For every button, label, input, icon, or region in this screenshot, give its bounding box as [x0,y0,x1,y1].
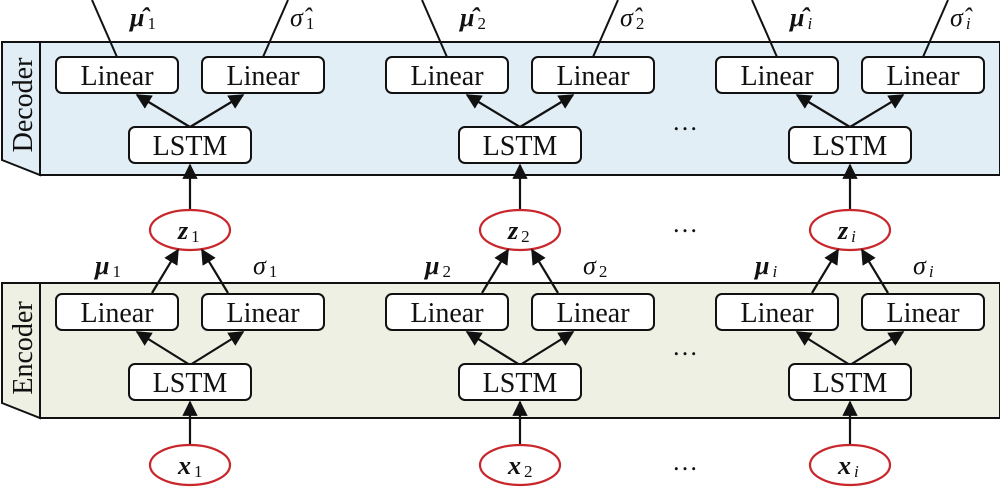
encoder-lstm-to-linear-mu-arrow [465,331,521,366]
sigma-hat-label: σ̂1 [290,3,314,33]
input-node-ellipse [808,443,892,487]
encoder-lstm-label: LSTM [813,368,888,399]
decoder-lstm-to-linear-sigma-arrow [849,94,905,128]
sigma-hat-label: σ̂2 [620,3,644,33]
encoder-linear-mu-label: Linear [80,298,154,329]
encoder-lstm-to-linear-sigma-arrow [189,331,245,366]
mu-hat-output-line [91,0,118,58]
mu-hat-label: μ̂i [788,3,812,33]
decoder-lstm-label: LSTM [153,131,228,162]
decoder-lstm-to-linear-sigma-arrow [189,94,245,128]
decoder-linear-mu-box [715,56,839,94]
encoder-linear-mu-label: Linear [410,298,484,329]
decoder-linear-sigma-box [201,56,325,94]
sigma-to-latent-arrow [531,248,559,294]
decoder-lstm-box [788,126,912,164]
encoder-linear-mu-box [715,293,839,331]
decoder-lstm-box [458,126,582,164]
mu-to-latent-arrow [151,248,179,294]
encoder-lstm-box [458,363,582,401]
decoder-lstm-label: LSTM [483,131,558,162]
encoder-linear-mu-label: Linear [740,298,814,329]
encoder-lstm-box [788,363,912,401]
decoder-linear-sigma-label: Linear [556,61,630,92]
decoder-linear-sigma-label: Linear [226,61,300,92]
encoder-linear-sigma-box [861,293,985,331]
decoder-linear-mu-label: Linear [740,61,814,92]
decoder-lstm-label: LSTM [813,131,888,162]
input-node-ellipse [148,443,232,487]
decoder-linear-mu-box [385,56,509,94]
sigma-hat-output-line [592,0,619,58]
decoder-lstm-to-linear-mu-arrow [465,94,521,128]
encoder-linear-sigma-label: Linear [886,298,960,329]
decoder-linear-mu-label: Linear [410,61,484,92]
encoder-lstm-to-linear-mu-arrow [795,331,851,366]
sigma-hat-output-line [922,0,949,58]
encoder-lstm-to-linear-mu-arrow [135,331,191,366]
sigma-hat-label: σ̂i [950,3,973,33]
decoder-lstm-to-linear-mu-arrow [135,94,191,128]
decoder-tab [1,41,41,177]
mu-to-latent-arrow [811,248,839,294]
decoder-lstm-to-linear-mu-arrow [795,94,851,128]
decoder-linear-sigma-box [531,56,655,94]
encoder-linear-mu-box [55,293,179,331]
decoder-linear-mu-label: Linear [80,61,154,92]
encoder-linear-sigma-box [201,293,325,331]
decoder-lstm-to-linear-sigma-arrow [519,94,575,128]
decoder-ellipsis: … [672,107,698,136]
latent-node-ellipse [148,208,232,252]
sigma-hat-output-line [262,0,289,58]
mu-hat-output-line [751,0,778,58]
encoder-label: Encoder [8,301,39,395]
encoder-linear-mu-box [385,293,509,331]
mu-hat-label: μ̂1 [128,3,156,33]
decoder-lstm-box [128,126,252,164]
encoder-lstm-to-linear-sigma-arrow [849,331,905,366]
mu-hat-label: μ̂2 [458,3,486,33]
latent-ellipsis: … [672,209,698,238]
mu-hat-output-line [421,0,448,58]
encoder-tab [1,282,41,420]
encoder-linear-sigma-label: Linear [226,298,300,329]
decoder-linear-sigma-label: Linear [886,61,960,92]
encoder-lstm-box [128,363,252,401]
input-ellipsis: … [672,447,698,476]
decoder-label: Decoder [8,57,39,153]
sigma-to-latent-arrow [861,248,889,294]
latent-node-ellipse [808,208,892,252]
input-node-ellipse [478,443,562,487]
decoder-linear-mu-box [55,56,179,94]
encoder-ellipsis: … [672,332,698,361]
encoder-lstm-label: LSTM [483,368,558,399]
mu-to-latent-arrow [481,248,509,294]
sigma-to-latent-arrow [201,248,229,294]
latent-node-ellipse [478,208,562,252]
decoder-linear-sigma-box [861,56,985,94]
encoder-linear-sigma-label: Linear [556,298,630,329]
encoder-linear-sigma-box [531,293,655,331]
encoder-lstm-label: LSTM [153,368,228,399]
encoder-lstm-to-linear-sigma-arrow [519,331,575,366]
